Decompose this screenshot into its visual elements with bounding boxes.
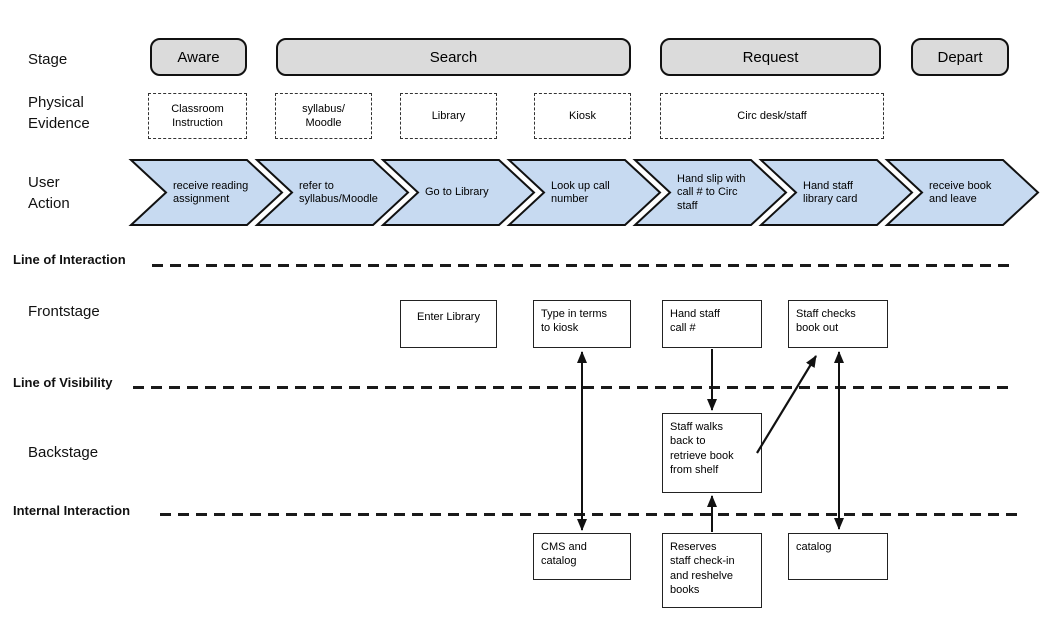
evidence-box-circ-desk-staff: Circ desk/staff	[660, 93, 884, 139]
line-of-visibility-dashed-line	[133, 386, 1015, 389]
row-label-physical-evidence: Physical Evidence	[28, 94, 90, 132]
evidence-box-library: Library	[400, 93, 497, 139]
arrow-backstage-to-checkout	[756, 355, 817, 454]
separator-label-line-of-visibility: Line of Visibility	[13, 375, 113, 390]
evidence-box-syllabus-moodle: syllabus/ Moodle	[275, 93, 372, 139]
frontstage-box-staff-checks-out: Staff checks book out	[788, 300, 888, 348]
support-box-reserves-staff: Reserves staff check-in and reshelve boo…	[662, 533, 762, 608]
user-action-chevron	[758, 159, 914, 226]
stage-box-aware: Aware	[150, 38, 247, 76]
internal-interaction-dashed-line	[160, 513, 1020, 516]
evidence-box-classroom-instruction: Classroom Instruction	[148, 93, 247, 139]
user-action-chevron	[506, 159, 662, 226]
stage-box-depart: Depart	[911, 38, 1009, 76]
row-label-user-action: User Action	[28, 174, 70, 212]
backstage-box-staff-walks-back: Staff walks back to retrieve book from s…	[662, 413, 762, 493]
line-of-interaction-dashed-line	[152, 264, 1015, 267]
frontstage-box-hand-staff-call: Hand staff call #	[662, 300, 762, 348]
user-action-chevron	[128, 159, 284, 226]
support-box-catalog: catalog	[788, 533, 888, 580]
user-action-chevron	[380, 159, 536, 226]
stage-label: Aware	[177, 48, 220, 66]
separator-label-line-of-interaction: Line of Interaction	[13, 252, 126, 267]
frontstage-box-type-in-terms: Type in terms to kiosk	[533, 300, 631, 348]
frontstage-box-enter-library: Enter Library	[400, 300, 497, 348]
row-label-stage: Stage	[28, 51, 68, 68]
stage-label: Search	[429, 48, 478, 66]
user-action-chevron	[884, 159, 1040, 226]
user-action-chevron	[632, 159, 788, 226]
stage-box-request: Request	[660, 38, 881, 76]
support-box-cms-and-catalog: CMS and catalog	[533, 533, 631, 580]
row-label-frontstage: Frontstage	[28, 303, 100, 320]
row-label-backstage: Backstage	[28, 444, 99, 461]
stage-label: Depart	[937, 48, 983, 66]
evidence-box-kiosk: Kiosk	[534, 93, 631, 139]
stage-label: Request	[742, 48, 799, 66]
user-action-chevron	[254, 159, 410, 226]
stage-box-search: Search	[276, 38, 631, 76]
user-action-chevron-strip	[128, 159, 1040, 226]
separator-label-internal-interaction: Internal Interaction	[13, 503, 131, 518]
